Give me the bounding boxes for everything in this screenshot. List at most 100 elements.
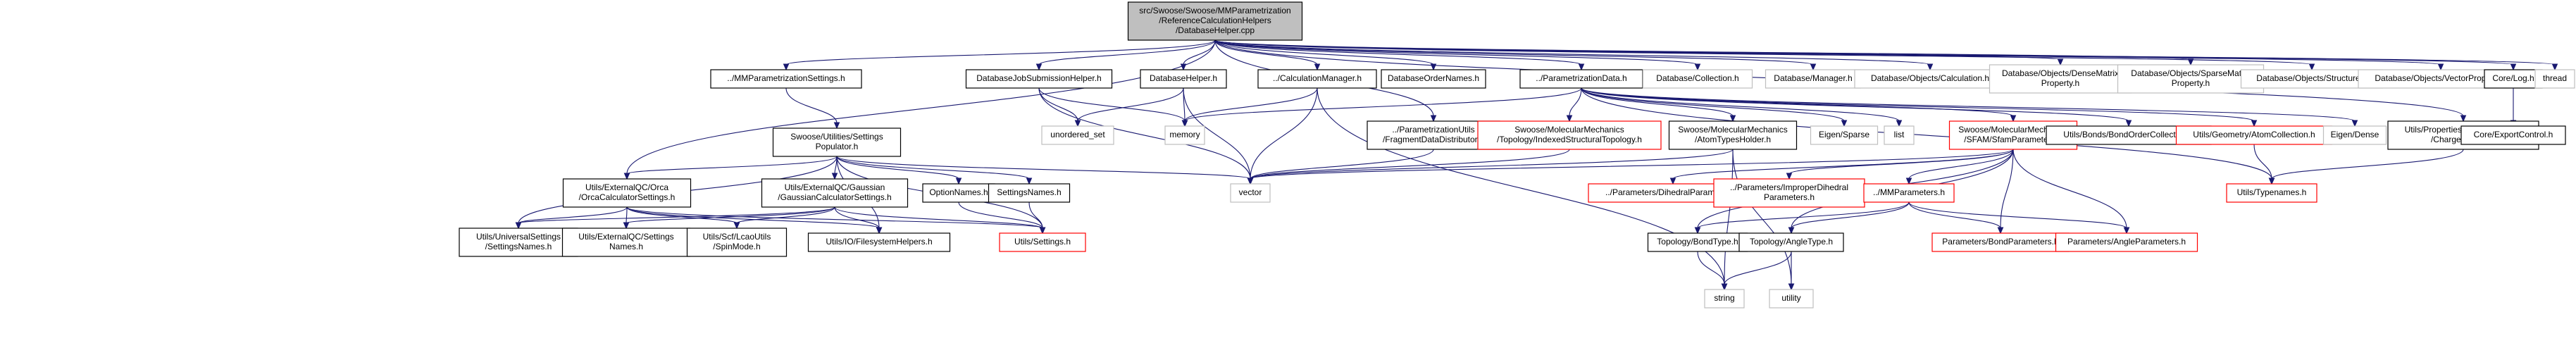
edge-paramdata-to-memory <box>1184 87 1582 122</box>
node-label: /ReferenceCalculationHelpers <box>1159 15 1271 25</box>
edge-arrowhead <box>876 227 883 235</box>
file-node-bondparams[interactable]: Parameters/BondParameters.h <box>1931 232 2070 252</box>
node-label: Utils/Typenames.h <box>2237 187 2307 197</box>
edge-arrowhead <box>2123 227 2130 235</box>
file-node-corelog[interactable]: Core/Log.h <box>2484 69 2543 89</box>
file-node-spinmode[interactable]: Utils/Scf/LcaoUtils/SpinMode.h <box>686 228 788 257</box>
edge-arrowhead <box>1997 227 2004 235</box>
edge-arrowhead <box>2251 120 2258 127</box>
node-label: /DatabaseHelper.cpp <box>1176 25 1255 35</box>
node-label: Parameters.h <box>1764 192 1815 202</box>
node-label: ../Parameters/ImproperDihedral <box>1730 182 1848 192</box>
node-box <box>965 69 1113 89</box>
node-box <box>2226 183 2317 203</box>
file-node-vector: vector <box>1230 183 1271 203</box>
node-box <box>807 232 951 252</box>
node-box <box>1884 125 1915 145</box>
edge-arrowhead <box>1729 115 1736 123</box>
file-node-optionnames[interactable]: OptionNames.h <box>922 183 995 203</box>
edge-dbjobsub-to-vector <box>1038 87 1251 180</box>
file-node-utilssettings[interactable]: Utils/Settings.h <box>999 232 1086 252</box>
edge-root-to-mmparamsettings <box>785 39 1216 66</box>
node-box <box>2117 64 2265 94</box>
node-label: Database/Objects/Calculation.h <box>1871 73 1989 83</box>
edge-orcasettings-to-univsettingsnames <box>518 206 628 224</box>
node-label: Core/Log.h <box>2492 73 2534 83</box>
node-label: Utils/IO/FilesystemHelpers.h <box>826 237 932 247</box>
node-label: Swoose/MolecularMechanics <box>1958 125 2067 135</box>
edge-orcasettings-to-extqcsettingsnames <box>626 206 628 224</box>
file-node-unorderedset: unordered_set <box>1041 125 1114 145</box>
node-label: ../ParametrizationData.h <box>1536 73 1626 83</box>
node-box <box>1642 69 1753 89</box>
edge-calcmgr-to-memory <box>1184 87 1318 122</box>
file-node-mmparamsettings[interactable]: ../MMParametrizationSettings.h <box>710 69 862 89</box>
node-label: ../CalculationManager.h <box>1273 73 1362 83</box>
dependency-edges <box>515 39 2558 291</box>
file-node-settingsnames[interactable]: SettingsNames.h <box>988 183 1071 203</box>
file-node-angleparams[interactable]: Parameters/AngleParameters.h <box>2055 232 2198 252</box>
file-node-gaussiansettings[interactable]: Utils/ExternalQC/Gaussian/GaussianCalcul… <box>761 178 909 208</box>
node-label: unordered_set <box>1050 130 1105 139</box>
edge-atomtypes-to-utility <box>1732 149 1792 285</box>
node-box <box>2175 125 2333 145</box>
file-node-dbjobsub[interactable]: DatabaseJobSubmissionHelper.h <box>965 69 1113 89</box>
node-box <box>1854 69 2006 89</box>
file-node-improper[interactable]: ../Parameters/ImproperDihedralParameters… <box>1713 178 1865 208</box>
edge-fragdist-to-vector <box>1250 149 1434 180</box>
edge-mmparameters-to-angleparams <box>1908 201 2127 229</box>
file-nodes: src/Swoose/Swoose/MMParametrization/Refe… <box>459 1 2575 309</box>
node-label: Property.h <box>2172 78 2210 88</box>
file-node-bondtype[interactable]: Topology/BondType.h <box>1647 232 1748 252</box>
node-box <box>1931 232 2070 252</box>
edge-arrowhead <box>1905 178 1912 185</box>
node-label: Utils/Bonds/BondOrderCollection.h <box>2063 130 2194 139</box>
node-label: Database/Objects/SparseMatrix <box>2131 68 2250 78</box>
node-box <box>999 232 1086 252</box>
node-label: DatabaseJobSubmissionHelper.h <box>976 73 1101 83</box>
edge-arrowhead <box>2268 178 2275 185</box>
file-node-root[interactable]: src/Swoose/Swoose/MMParametrization/Refe… <box>1127 1 1303 41</box>
file-node-dbhelper[interactable]: DatabaseHelper.h <box>1140 69 1227 89</box>
edge-atomtypes-to-vector <box>1250 149 1734 180</box>
edge-arrowhead <box>2187 58 2194 66</box>
node-label: Eigen/Dense <box>2331 130 2379 139</box>
node-label: Core/ExportControl.h <box>2474 130 2553 139</box>
node-label: Topology/AngleType.h <box>1750 237 1833 247</box>
file-node-orcasettings[interactable]: Utils/ExternalQC/Orca/OrcaCalculatorSett… <box>562 178 692 208</box>
file-node-atomcollection[interactable]: Utils/Geometry/AtomCollection.h <box>2175 125 2333 145</box>
file-node-exportcontrol[interactable]: Core/ExportControl.h <box>2460 125 2566 145</box>
edge-gaussiansettings-to-univsettingsnames <box>518 206 835 224</box>
edge-settingsnames-to-utilssettings <box>1028 201 1043 229</box>
node-box <box>1738 232 1844 252</box>
edge-arrowhead <box>515 222 522 230</box>
edge-arrowhead <box>1694 227 1701 235</box>
edge-root-to-dbordernames <box>1214 39 1434 66</box>
edge-arrowhead <box>1896 120 1903 127</box>
edge-arrowhead <box>1314 63 1321 71</box>
node-label: Database/Collection.h <box>1656 73 1738 83</box>
file-node-dbordernames[interactable]: DatabaseOrderNames.h <box>1381 69 1486 89</box>
file-node-eigendense: Eigen/Dense <box>2322 125 2387 145</box>
edge-root-to-paramdata <box>1214 39 1582 66</box>
edge-arrowhead <box>1247 178 1254 185</box>
node-box <box>1230 183 1271 203</box>
file-node-univsettingsnames[interactable]: Utils/UniversalSettings/SettingsNames.h <box>459 228 578 257</box>
file-node-typenames[interactable]: Utils/Typenames.h <box>2226 183 2317 203</box>
file-node-fshelpers[interactable]: Utils/IO/FilesystemHelpers.h <box>807 232 951 252</box>
file-node-atomtypes[interactable]: Swoose/MolecularMechanics/AtomTypesHolde… <box>1668 120 1798 150</box>
file-node-indexedtopo[interactable]: Swoose/MolecularMechanics/Topology/Index… <box>1477 120 1662 150</box>
file-node-angletype[interactable]: Topology/AngleType.h <box>1738 232 1844 252</box>
edge-gaussiansettings-to-fshelpers <box>834 206 880 229</box>
edge-paramdata-to-typenames <box>1581 87 2272 180</box>
file-node-mmparameters[interactable]: ../MMParameters.h <box>1863 183 1955 203</box>
edge-arrowhead <box>623 222 630 230</box>
node-label: Utils/Geometry/AtomCollection.h <box>2193 130 2315 139</box>
edge-sfamparams-to-vector <box>1250 149 2014 180</box>
edge-mmparameters-to-bondparams <box>1908 201 2001 229</box>
file-node-calcmgr[interactable]: ../CalculationManager.h <box>1257 69 1377 89</box>
file-node-paramdata[interactable]: ../ParametrizationData.h <box>1519 69 1643 89</box>
file-node-extqcsettingsnames[interactable]: Utils/ExternalQC/SettingsNames.h <box>561 228 691 257</box>
